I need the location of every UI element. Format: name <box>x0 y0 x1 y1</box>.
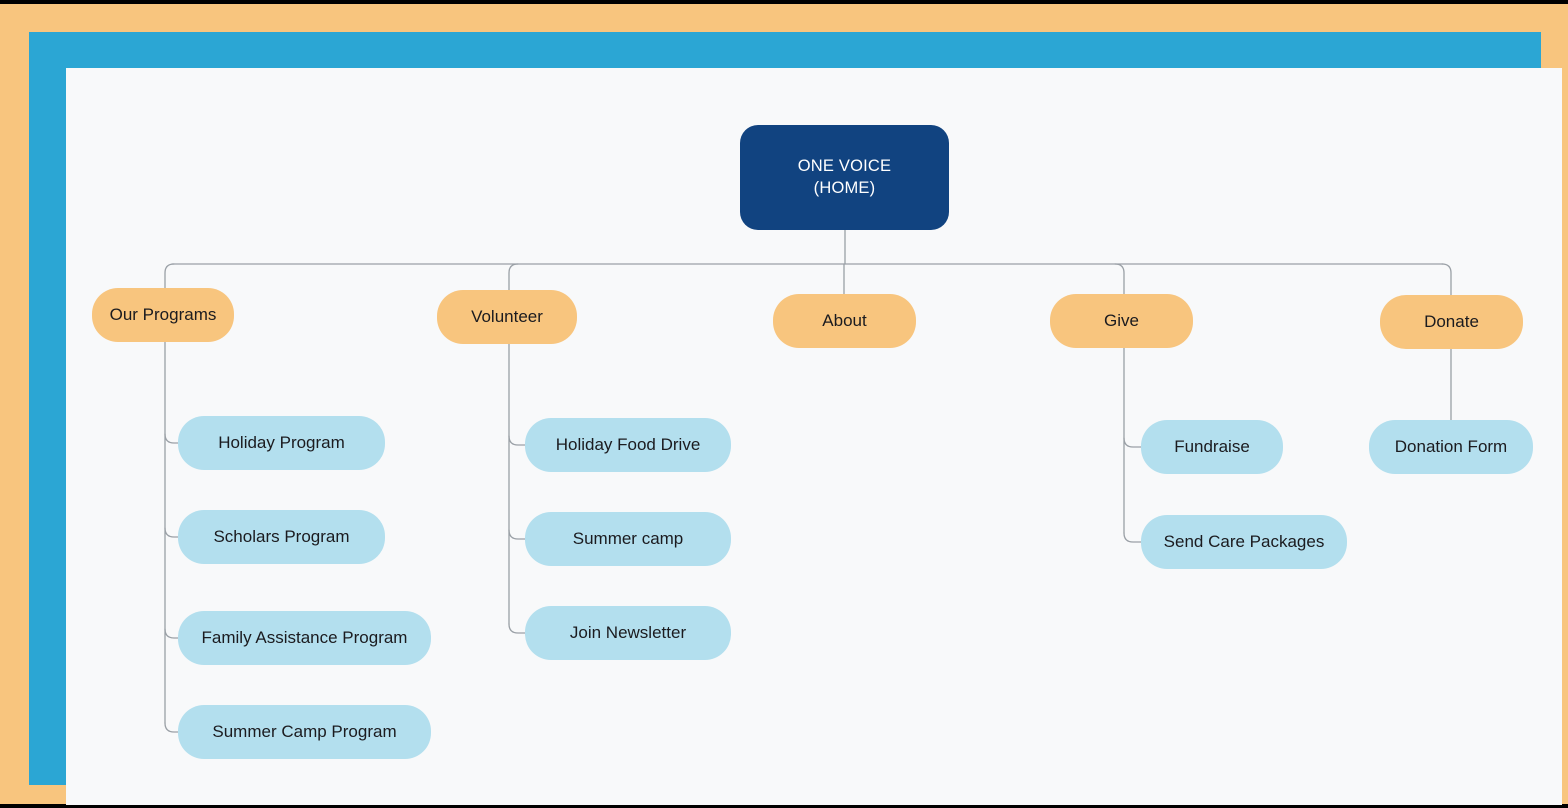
diagram-canvas: ONE VOICE (HOME) Our Programs Volunteer … <box>66 68 1562 805</box>
blue-frame-border: ONE VOICE (HOME) Our Programs Volunteer … <box>29 32 1562 805</box>
node-category-our-programs[interactable]: Our Programs <box>92 288 234 342</box>
node-page-holiday-food-drive[interactable]: Holiday Food Drive <box>525 418 731 472</box>
orange-frame-band: ONE VOICE (HOME) Our Programs Volunteer … <box>0 4 1568 805</box>
node-page-holiday-program[interactable]: Holiday Program <box>178 416 385 470</box>
node-page-fundraise[interactable]: Fundraise <box>1141 420 1283 474</box>
node-category-give[interactable]: Give <box>1050 294 1193 348</box>
node-page-family-assistance-program[interactable]: Family Assistance Program <box>178 611 431 665</box>
node-category-donate[interactable]: Donate <box>1380 295 1523 349</box>
node-category-about[interactable]: About <box>773 294 916 348</box>
node-page-scholars-program[interactable]: Scholars Program <box>178 510 385 564</box>
node-category-volunteer[interactable]: Volunteer <box>437 290 577 344</box>
node-home-root[interactable]: ONE VOICE (HOME) <box>740 125 949 230</box>
node-page-summer-camp[interactable]: Summer camp <box>525 512 731 566</box>
sitemap-stage: ONE VOICE (HOME) Our Programs Volunteer … <box>66 68 1562 805</box>
node-page-send-care-packages[interactable]: Send Care Packages <box>1141 515 1347 569</box>
node-page-join-newsletter[interactable]: Join Newsletter <box>525 606 731 660</box>
node-page-donation-form[interactable]: Donation Form <box>1369 420 1533 474</box>
node-page-summer-camp-program[interactable]: Summer Camp Program <box>178 705 431 759</box>
